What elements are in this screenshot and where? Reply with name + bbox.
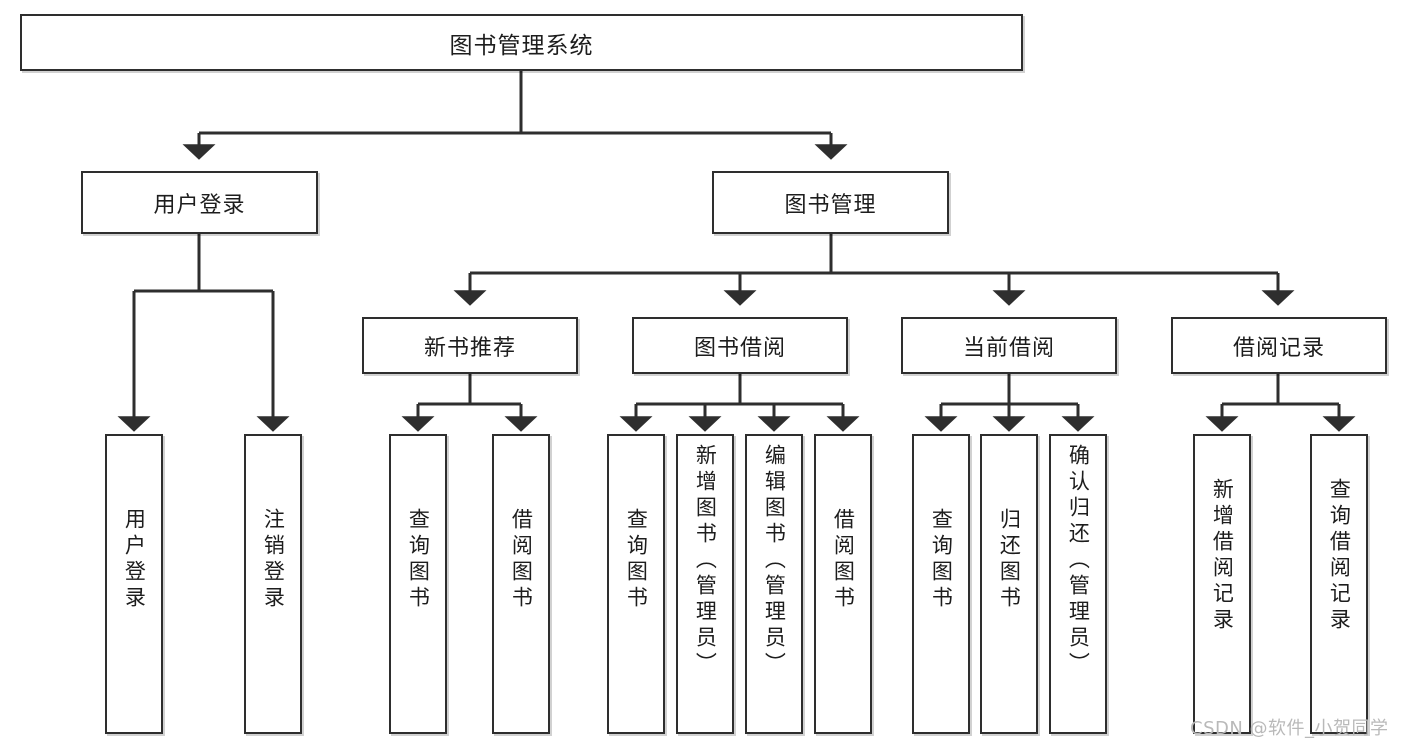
node-leaf-add-record[interactable]: 新增借阅记录 — [1193, 434, 1251, 734]
node-leaf-query-book-a-label: 查询图书 — [406, 508, 431, 612]
node-leaf-add-book-admin-label: 新增图书（管理员） — [693, 444, 718, 678]
node-leaf-borrow-book-b[interactable]: 借阅图书 — [814, 434, 872, 734]
node-leaf-borrow-book-a[interactable]: 借阅图书 — [492, 434, 550, 734]
node-leaf-user-login-label: 用户登录 — [122, 508, 147, 612]
node-borrow-record-label: 借阅记录 — [1232, 335, 1325, 361]
node-leaf-return-book-label: 归还图书 — [997, 508, 1022, 612]
node-leaf-query-book-b[interactable]: 查询图书 — [607, 434, 665, 734]
node-leaf-query-record-label: 查询借阅记录 — [1327, 478, 1352, 634]
node-borrow-record[interactable]: 借阅记录 — [1171, 317, 1387, 374]
node-user-login-label: 用户登录 — [153, 192, 246, 218]
node-leaf-query-book-c-label: 查询图书 — [929, 508, 954, 612]
node-new-book-rec-label: 新书推荐 — [423, 335, 516, 361]
node-leaf-query-book-a[interactable]: 查询图书 — [389, 434, 447, 734]
node-leaf-borrow-book-b-label: 借阅图书 — [831, 508, 856, 612]
node-book-manage-label: 图书管理 — [784, 192, 877, 218]
node-leaf-add-book-admin[interactable]: 新增图书（管理员） — [676, 434, 734, 734]
node-new-book-rec[interactable]: 新书推荐 — [362, 317, 578, 374]
node-leaf-query-record[interactable]: 查询借阅记录 — [1310, 434, 1368, 734]
node-leaf-logout-label: 注销登录 — [261, 508, 286, 612]
node-leaf-query-book-b-label: 查询图书 — [624, 508, 649, 612]
node-book-borrow-label: 图书借阅 — [693, 335, 786, 361]
node-current-borrow-label: 当前借阅 — [962, 335, 1055, 361]
node-user-login[interactable]: 用户登录 — [81, 171, 318, 234]
node-leaf-confirm-return-admin[interactable]: 确认归还（管理员） — [1049, 434, 1107, 734]
node-book-borrow[interactable]: 图书借阅 — [632, 317, 848, 374]
node-root-label: 图书管理系统 — [449, 32, 594, 59]
node-leaf-edit-book-admin-label: 编辑图书（管理员） — [762, 444, 787, 678]
node-leaf-logout[interactable]: 注销登录 — [244, 434, 302, 734]
node-leaf-user-login[interactable]: 用户登录 — [105, 434, 163, 734]
node-leaf-add-record-label: 新增借阅记录 — [1210, 478, 1235, 634]
node-leaf-borrow-book-a-label: 借阅图书 — [509, 508, 534, 612]
node-leaf-confirm-return-admin-label: 确认归还（管理员） — [1066, 444, 1091, 678]
node-leaf-query-book-c[interactable]: 查询图书 — [912, 434, 970, 734]
node-leaf-return-book[interactable]: 归还图书 — [980, 434, 1038, 734]
node-root[interactable]: 图书管理系统 — [20, 14, 1023, 71]
node-book-manage[interactable]: 图书管理 — [712, 171, 949, 234]
watermark-text: CSDN @软件_小贺同学 — [1190, 718, 1389, 739]
node-leaf-edit-book-admin[interactable]: 编辑图书（管理员） — [745, 434, 803, 734]
node-current-borrow[interactable]: 当前借阅 — [901, 317, 1117, 374]
